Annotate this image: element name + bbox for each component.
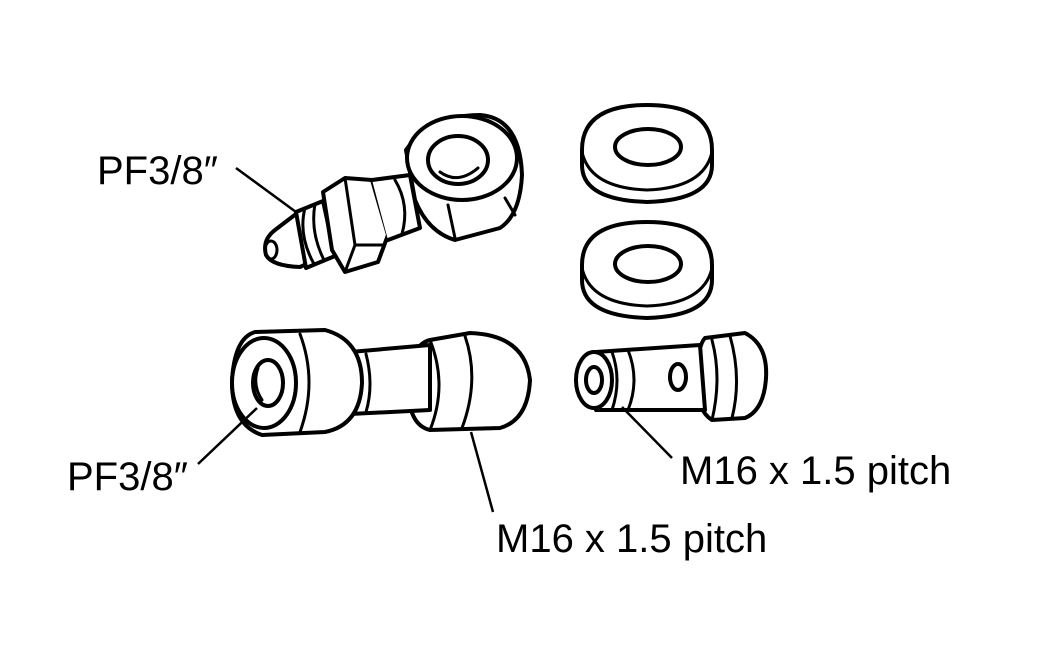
leader-bolt-thread	[621, 406, 673, 459]
label-adapter-thread-right: M16 x 1.5 pitch	[496, 517, 767, 561]
adapter	[230, 328, 532, 437]
leader-adapter-right	[469, 431, 495, 513]
label-bolt-thread: M16 x 1.5 pitch	[680, 449, 951, 493]
label-adapter-thread-left: PF3/8″	[67, 455, 188, 499]
banjo-bolt	[574, 331, 769, 422]
label-banjo-thread: PF3/8″	[97, 149, 218, 193]
sealing-washer-bottom	[580, 220, 714, 320]
banjo-fitting	[263, 113, 524, 274]
leader-adapter-left	[197, 407, 258, 465]
sealing-washer-top	[580, 103, 714, 204]
leader-banjo-thread	[235, 166, 297, 214]
